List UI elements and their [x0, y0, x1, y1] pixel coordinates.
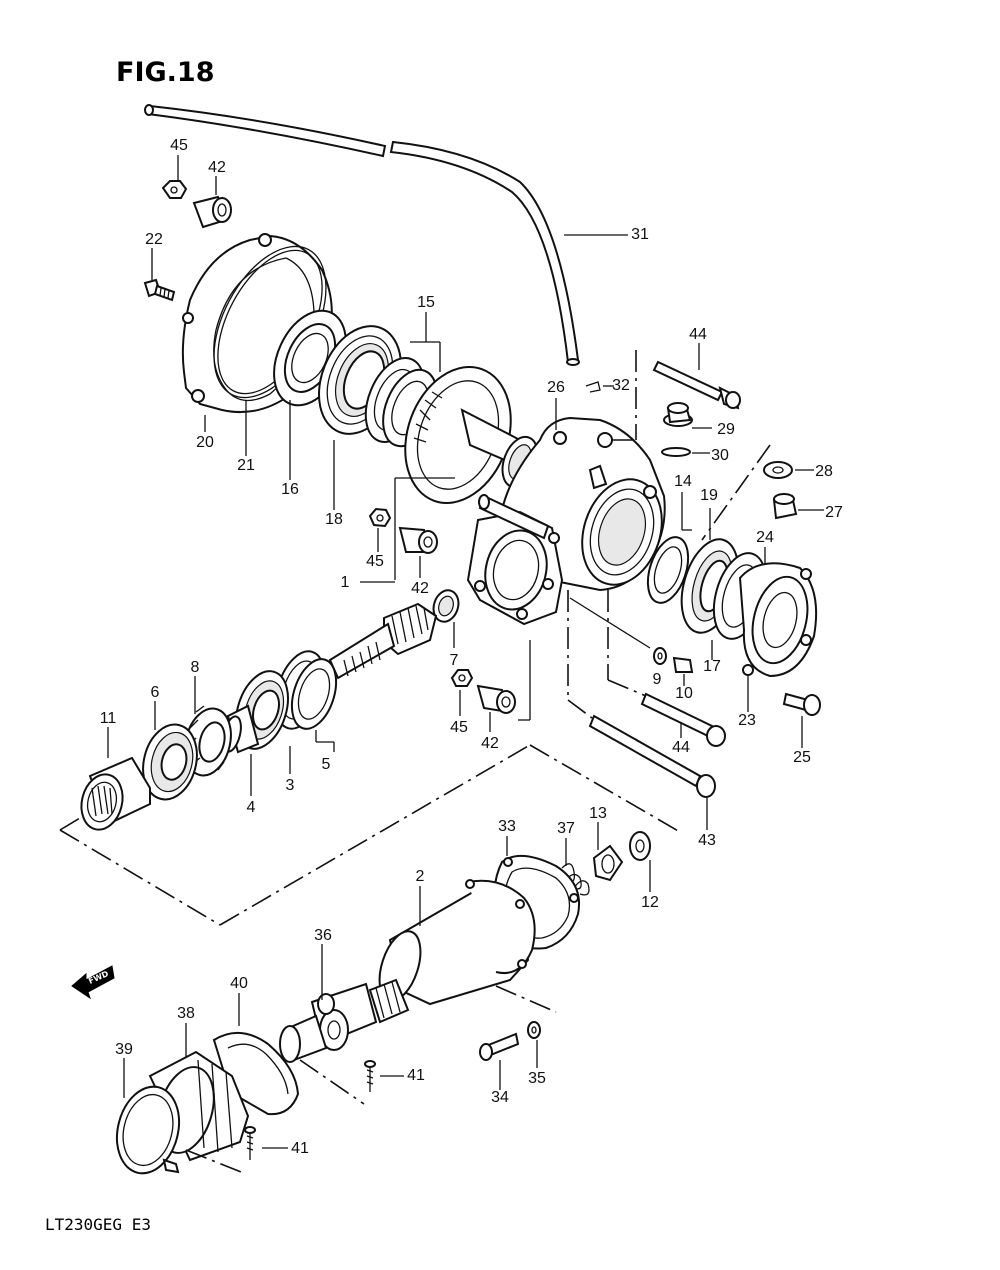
callout-26: 26: [547, 379, 565, 396]
bolt-44-top: [612, 343, 741, 441]
callout-21: 21: [237, 457, 255, 474]
coupling-11: [80, 727, 151, 831]
bolt-22: [143, 248, 176, 302]
callout-34: 34: [491, 1089, 509, 1106]
callout-45: 45: [450, 719, 468, 736]
ring-gear-1: [360, 366, 539, 583]
callout-19: 19: [700, 487, 718, 504]
clamp-39: [116, 1058, 180, 1175]
callout-17: 17: [703, 658, 721, 675]
washer-9: [569, 597, 667, 665]
assembly-outline: [59, 744, 681, 926]
bushing-42-low: [476, 640, 531, 732]
callout-12: 12: [641, 894, 659, 911]
callout-35: 35: [528, 1070, 546, 1087]
callout-3: 3: [286, 777, 295, 794]
callout-43: 43: [698, 832, 716, 849]
callout-36: 36: [314, 927, 332, 944]
callout-42: 42: [481, 735, 499, 752]
callout-25: 25: [793, 749, 811, 766]
callout-27: 27: [825, 504, 843, 521]
callout-28: 28: [815, 463, 833, 480]
bearing-6: [142, 701, 198, 801]
washer-12: [629, 831, 651, 892]
callout-29: 29: [717, 421, 735, 438]
callout-45: 45: [170, 137, 188, 154]
callout-7: 7: [450, 652, 459, 669]
callout-5: 5: [322, 756, 331, 773]
callout-44: 44: [672, 739, 690, 756]
callout-9: 9: [653, 671, 662, 688]
gearcase-flange: [466, 494, 564, 626]
callout-23: 23: [738, 712, 756, 729]
callout-8: 8: [191, 659, 200, 676]
callout-37: 37: [557, 820, 575, 837]
figure-title: FIG.18: [116, 57, 214, 88]
bushing-42-top: [192, 176, 232, 229]
washer-28: [701, 444, 814, 541]
fwd-arrow-icon: FWD: [71, 965, 115, 1000]
callout-40: 40: [230, 975, 248, 992]
callout-11: 11: [100, 710, 117, 727]
nut-45-top: [161, 155, 188, 199]
callout-22: 22: [145, 231, 163, 248]
callout-15: 15: [417, 294, 435, 311]
pinion-bearing-7: [432, 589, 460, 648]
callout-14: 14: [674, 473, 692, 490]
callout-33: 33: [498, 818, 516, 835]
callout-13: 13: [589, 805, 607, 822]
filler-plug-29: [663, 402, 712, 429]
nut-45-low: [450, 669, 474, 716]
bolt-43: [567, 590, 716, 830]
clip-32: [585, 381, 614, 393]
callout-44: 44: [689, 326, 707, 343]
callout-45: 45: [366, 553, 384, 570]
callout-20: 20: [196, 434, 214, 451]
callout-38: 38: [177, 1005, 195, 1022]
washer-35: [527, 1021, 541, 1068]
spring-37: [561, 838, 590, 896]
callout-24: 24: [756, 529, 774, 546]
callout-32: 32: [612, 377, 630, 394]
callout-30: 30: [711, 447, 729, 464]
callout-4: 4: [247, 799, 256, 816]
callout-42: 42: [208, 159, 226, 176]
bearing-3: [235, 670, 291, 774]
callout-42: 42: [411, 580, 429, 597]
breather-hose-31: [144, 104, 628, 366]
callout-16: 16: [281, 481, 299, 498]
bolt-10: [672, 656, 694, 686]
callout-2: 2: [416, 868, 425, 885]
shaft-housing-2: [378, 879, 557, 1013]
bolt-25: [782, 692, 821, 748]
callout-41: 41: [291, 1140, 309, 1157]
universal-joint-36: [279, 944, 410, 1063]
callout-10: 10: [675, 685, 693, 702]
gasket-30: [661, 447, 710, 457]
nut-13: [592, 822, 624, 882]
figure-code: LT230GEG E3: [45, 1215, 151, 1234]
bushing-42-mid: [398, 526, 438, 578]
nut-45-mid: [368, 507, 392, 552]
callout-31: 31: [631, 226, 649, 243]
callout-1: 1: [341, 574, 350, 591]
callout-6: 6: [151, 684, 160, 701]
plug-27: [772, 493, 824, 520]
cover-24: [738, 547, 818, 712]
bolt-34: [479, 1032, 520, 1090]
bolt-44-lower: [607, 590, 726, 747]
callout-18: 18: [325, 511, 343, 528]
screw-41-b: [185, 1126, 288, 1175]
callout-39: 39: [115, 1041, 133, 1058]
screw-41-a: [299, 1059, 404, 1105]
pinion-gear: [328, 602, 438, 680]
callout-41: 41: [407, 1067, 425, 1084]
